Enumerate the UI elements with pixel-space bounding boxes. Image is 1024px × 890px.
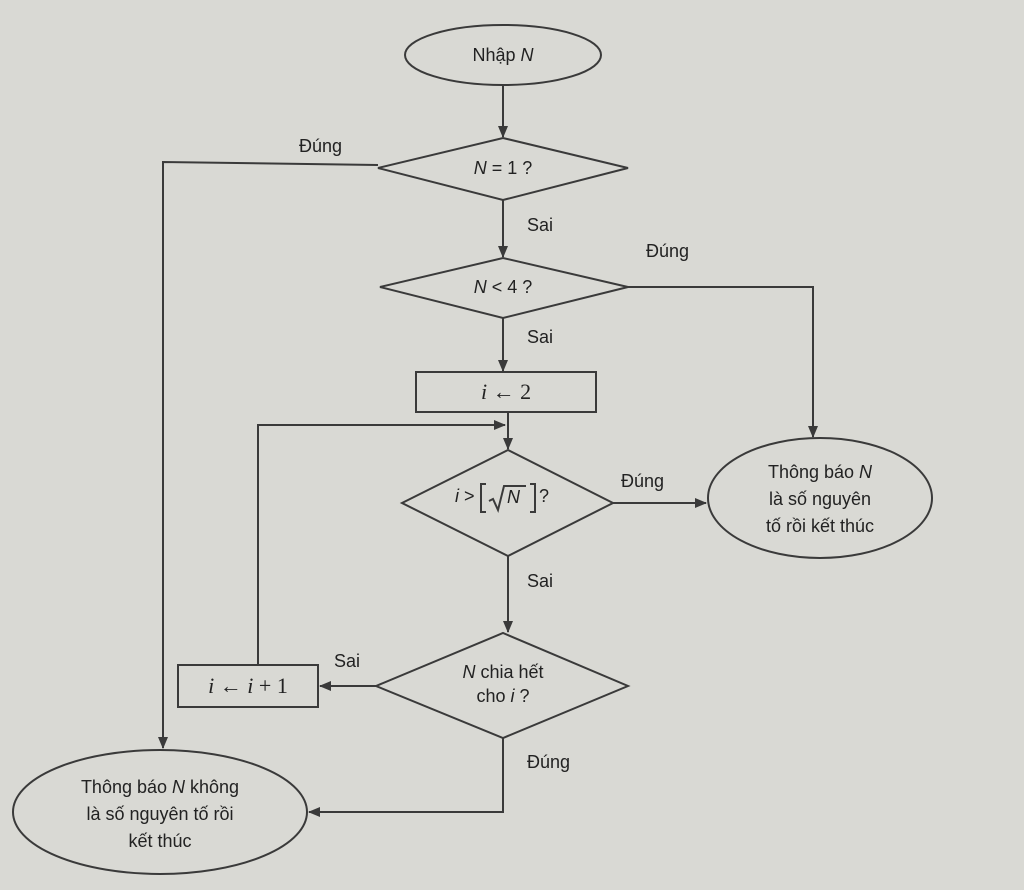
decision-i-greater-sqrt: i > N ? bbox=[399, 448, 616, 558]
label-div-false: Sai bbox=[334, 651, 360, 671]
floor-bracket-right bbox=[530, 483, 536, 513]
edge-n1-true bbox=[158, 160, 379, 749]
decision-n-less-4: N < 4 ? bbox=[379, 256, 629, 320]
assign-i-2-label: i ← 2 bbox=[481, 379, 531, 404]
not-prime-end-node: Thông báo N không là số nguyên tố rồi kế… bbox=[12, 749, 308, 875]
assign-i-2: i ← 2 bbox=[415, 371, 597, 413]
edge-loop-back bbox=[257, 420, 506, 665]
label-div-true: Đúng bbox=[527, 752, 570, 772]
increment-i: i ← i + 1 bbox=[177, 664, 319, 708]
label-n1-true: Đúng bbox=[299, 136, 342, 156]
label-n1-false: Sai bbox=[527, 215, 553, 235]
label-sqrt-false: Sai bbox=[527, 571, 553, 591]
increment-i-label: i ← i + 1 bbox=[208, 673, 288, 698]
start-node: Nhập N bbox=[404, 24, 602, 86]
label-n4-false: Sai bbox=[527, 327, 553, 347]
prime-end-node: Thông báo N là số nguyên tố rồi kết thúc bbox=[707, 437, 933, 559]
not-prime-end-line2: là số nguyên tố rồi bbox=[86, 804, 233, 824]
decision-n-divisible-i-line1: N chia hết bbox=[462, 662, 543, 682]
label-sqrt-true: Đúng bbox=[621, 471, 664, 491]
prime-end-line1: Thông báo N bbox=[768, 462, 873, 482]
label-n4-true: Đúng bbox=[646, 241, 689, 261]
decision-i-greater-sqrt-tail: ? bbox=[539, 486, 549, 506]
decision-n-less-4-label: N < 4 ? bbox=[474, 277, 533, 297]
prime-end-line3: tố rồi kết thúc bbox=[766, 516, 874, 536]
decision-n-divisible-i: N chia hết cho i ? bbox=[373, 631, 631, 740]
start-label: Nhập N bbox=[472, 45, 534, 65]
sqrt-variable: N bbox=[507, 487, 521, 507]
prime-end-line2: là số nguyên bbox=[769, 489, 871, 509]
decision-n-equals-1-label: N = 1 ? bbox=[474, 158, 533, 178]
not-prime-end-line3: kết thúc bbox=[128, 831, 191, 851]
sqrt-sign bbox=[488, 485, 526, 514]
decision-i-greater-sqrt-label: i > bbox=[455, 486, 475, 506]
decision-n-equals-1: N = 1 ? bbox=[377, 136, 629, 202]
edge-n4-true bbox=[628, 286, 818, 438]
decision-n-divisible-i-line2: cho i ? bbox=[476, 686, 529, 706]
not-prime-end-line1: Thông báo N không bbox=[81, 777, 239, 797]
edge-div-true bbox=[308, 738, 504, 817]
floor-bracket-left bbox=[480, 483, 486, 513]
